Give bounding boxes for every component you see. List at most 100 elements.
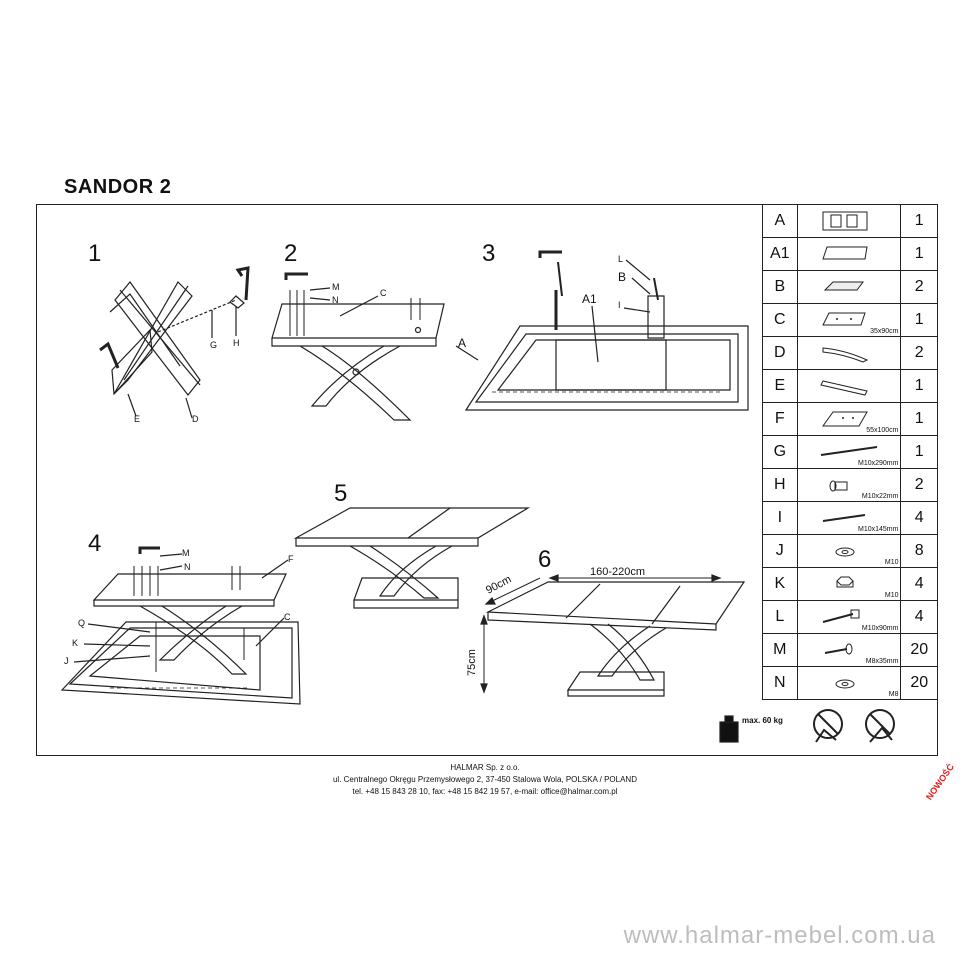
watermark-url: www.halmar-mebel.com.ua bbox=[623, 922, 936, 949]
part-spec: M10 bbox=[884, 592, 899, 599]
step-number-3: 3 bbox=[482, 240, 496, 267]
part-quantity: 2 bbox=[900, 270, 938, 304]
part-illustration: M10 bbox=[796, 534, 902, 568]
label-f: F bbox=[288, 554, 294, 564]
step1-illustration bbox=[99, 266, 250, 419]
part-illustration: 55x100cm bbox=[796, 402, 902, 436]
label-e: E bbox=[134, 414, 141, 424]
step-number-5: 5 bbox=[334, 480, 348, 507]
part-spec: M8x35mm bbox=[865, 658, 899, 665]
part-illustration: M8 bbox=[796, 666, 902, 700]
label-b: B bbox=[618, 270, 627, 284]
part-illustration bbox=[796, 237, 902, 271]
step2-illustration bbox=[271, 272, 445, 421]
part-quantity: 1 bbox=[900, 369, 938, 403]
part-spec: M10 bbox=[884, 559, 899, 566]
page-title: SANDOR 2 bbox=[64, 176, 172, 198]
part-illustration: M10x90mm bbox=[796, 600, 902, 634]
part-illustration bbox=[796, 336, 902, 370]
parts-row: A1 1 bbox=[762, 237, 938, 271]
part-code: J bbox=[762, 534, 798, 568]
part-illustration: M10x290mm bbox=[796, 435, 902, 469]
part-icon bbox=[822, 514, 866, 522]
part-quantity: 20 bbox=[900, 633, 938, 667]
part-code: N bbox=[762, 666, 798, 700]
part-spec: M8 bbox=[888, 691, 899, 698]
part-icon bbox=[822, 609, 860, 623]
part-spec: 55x100cm bbox=[866, 427, 899, 434]
part-icon bbox=[824, 643, 853, 655]
part-icon bbox=[835, 679, 855, 689]
part-quantity: 20 bbox=[900, 666, 938, 700]
step4-illustration bbox=[60, 546, 301, 705]
part-spec: M10x145mm bbox=[858, 526, 899, 533]
part-icon bbox=[822, 411, 868, 427]
part-illustration: M10 bbox=[796, 567, 902, 601]
part-icon bbox=[835, 547, 855, 557]
part-code: A bbox=[762, 204, 798, 238]
part-code: K bbox=[762, 567, 798, 601]
part-quantity: 1 bbox=[900, 303, 938, 337]
part-code: H bbox=[762, 468, 798, 502]
label-a1: A1 bbox=[582, 292, 597, 306]
part-code: C bbox=[762, 303, 798, 337]
footer-company: HALMAR Sp. z o.o. bbox=[450, 763, 520, 772]
part-icon bbox=[820, 446, 878, 456]
part-icon bbox=[822, 211, 868, 231]
label-c-step2: C bbox=[380, 288, 387, 298]
label-h: H bbox=[233, 338, 240, 348]
step-number-4: 4 bbox=[88, 530, 102, 557]
warning-icons bbox=[719, 709, 895, 743]
max-load-label: max. 60 kg bbox=[742, 716, 783, 725]
part-illustration bbox=[796, 369, 902, 403]
part-icon bbox=[836, 576, 854, 588]
part-quantity: 1 bbox=[900, 204, 938, 238]
step-number-1: 1 bbox=[88, 240, 102, 267]
part-quantity: 1 bbox=[900, 435, 938, 469]
part-quantity: 1 bbox=[900, 402, 938, 436]
part-quantity: 2 bbox=[900, 468, 938, 502]
step-number-6: 6 bbox=[538, 546, 552, 573]
part-icon bbox=[822, 246, 868, 260]
part-icon bbox=[822, 347, 869, 363]
label-n-step2: N bbox=[332, 295, 339, 305]
part-code: D bbox=[762, 336, 798, 370]
footer-address: ul. Centralnego Okręgu Przemysłowego 2, … bbox=[332, 775, 637, 784]
step6-illustration bbox=[480, 574, 746, 697]
part-code: A1 bbox=[762, 237, 798, 271]
step-number-2: 2 bbox=[284, 240, 298, 267]
part-quantity: 4 bbox=[900, 567, 938, 601]
step3-illustration bbox=[455, 250, 749, 411]
step5-illustration bbox=[293, 507, 531, 609]
part-spec: M10x22mm bbox=[861, 493, 899, 500]
part-quantity: 8 bbox=[900, 534, 938, 568]
label-n-step4: N bbox=[184, 562, 191, 572]
part-icon bbox=[829, 480, 848, 492]
label-j: J bbox=[64, 656, 69, 666]
label-q: Q bbox=[78, 618, 86, 628]
label-k: K bbox=[72, 638, 79, 648]
label-m-step2: M bbox=[332, 282, 340, 292]
label-g: G bbox=[210, 340, 218, 350]
part-quantity: 2 bbox=[900, 336, 938, 370]
footer-contact: tel. +48 15 843 28 10, fax: +48 15 842 1… bbox=[352, 787, 618, 796]
label-m-step4: M bbox=[182, 548, 190, 558]
part-icon bbox=[823, 281, 865, 291]
part-illustration bbox=[796, 270, 902, 304]
dimension-height: 75cm bbox=[466, 649, 478, 676]
part-quantity: 1 bbox=[900, 237, 938, 271]
